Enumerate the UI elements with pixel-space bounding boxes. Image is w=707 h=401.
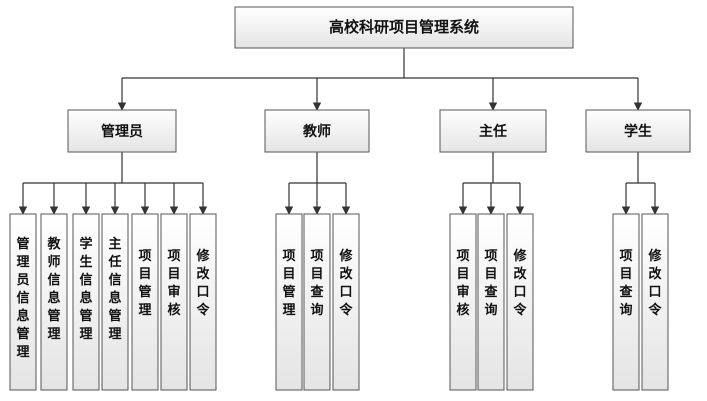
role-layer: 管理员 教师 主任 学生: [67, 109, 691, 153]
module-node-teacher-2: 项目查询: [303, 213, 331, 391]
module-node-student-1: 项目查询: [612, 213, 640, 391]
module-node-teacher-3: 修改口令: [332, 213, 360, 391]
module-label: 项目审核: [167, 249, 180, 318]
module-label: 教师信息管理: [46, 236, 61, 342]
module-node-admin-6: 项目审核: [160, 213, 188, 391]
module-label: 修改口令: [338, 248, 353, 318]
module-node-director-3: 修改口令: [506, 213, 534, 391]
role-node-director: 主任: [439, 109, 547, 153]
module-label: 项目查询: [618, 249, 633, 318]
role-label-director: 主任: [479, 123, 507, 140]
module-label: 管理员信息管理: [16, 236, 29, 360]
module-label: 项目管理: [138, 249, 151, 318]
connectors: [18, 48, 660, 215]
module-label: 修改口令: [512, 248, 527, 318]
module-label: 项目查询: [309, 249, 324, 318]
role-label-teacher: 教师: [303, 123, 331, 140]
module-node-director-1: 项目审核: [449, 213, 477, 391]
module-node-teacher-1: 项目管理: [275, 213, 303, 391]
module-label: 项目查询: [483, 249, 498, 318]
module-node-student-2: 修改口令: [641, 213, 669, 391]
module-node-admin-5: 项目管理: [131, 213, 159, 391]
module-label: 修改口令: [195, 248, 210, 318]
module-label: 学生信息管理: [79, 236, 92, 342]
role-node-admin: 管理员: [67, 109, 177, 153]
module-label: 项目管理: [282, 249, 295, 318]
module-label: 项目审核: [456, 249, 469, 318]
module-node-admin-3: 学生信息管理: [72, 213, 100, 391]
module-node-admin-4: 主任信息管理: [101, 213, 129, 391]
role-node-teacher: 教师: [264, 109, 370, 153]
role-node-student: 学生: [585, 109, 691, 153]
root-label: 高校科研项目管理系统: [329, 18, 479, 36]
role-label-student: 学生: [624, 123, 652, 140]
module-label: 修改口令: [647, 248, 662, 318]
root-node: 高校科研项目管理系统: [234, 6, 574, 49]
module-node-admin-2: 教师信息管理: [40, 213, 68, 391]
module-layer: 管理员信息管理 教师信息管理 学生信息管理 主任信息管理 项目管理 项目审核 修改口令 项目管…: [9, 213, 669, 391]
module-node-admin-7: 修改口令: [189, 213, 217, 391]
module-node-admin-1: 管理员信息管理: [9, 213, 37, 391]
module-node-director-2: 项目查询: [477, 213, 505, 391]
module-label: 主任信息管理: [107, 236, 121, 342]
role-label-admin: 管理员: [101, 123, 143, 140]
